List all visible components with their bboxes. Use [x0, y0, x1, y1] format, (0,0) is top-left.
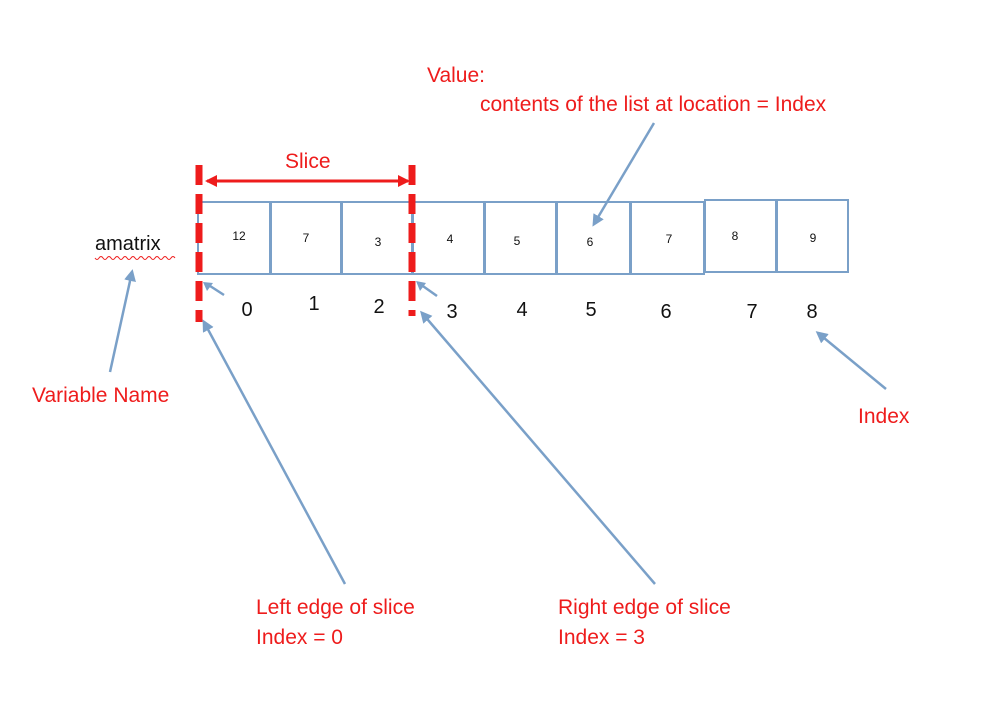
list-cell-value-5: 6 [587, 235, 594, 249]
list-cell-4 [484, 201, 557, 275]
left-edge-label-line1: Left edge of slice [256, 596, 415, 619]
index-5: 5 [585, 299, 596, 321]
variable-name: amatrix [95, 233, 161, 255]
list-cell-2 [341, 201, 413, 275]
index-8: 8 [806, 301, 817, 323]
value-arrow [592, 122, 656, 227]
list-cell-value-6: 7 [666, 232, 673, 246]
index-6: 6 [660, 301, 671, 323]
right-edge-label-line1: Right edge of slice [558, 596, 731, 619]
list-cell-value-1: 7 [303, 231, 310, 245]
index-1: 1 [308, 293, 319, 315]
value-description: contents of the list at location = Index [480, 93, 827, 116]
left-edge-small-pointer-head [203, 282, 213, 291]
right-edge-arrow [420, 310, 656, 585]
left-edge-label-line2: Index = 0 [256, 626, 343, 649]
list-cell-value-0: 12 [232, 229, 246, 243]
list-cells: 12 7 3 4 5 6 7 8 9 [197, 199, 849, 275]
list-cell-value-7: 8 [732, 229, 739, 243]
index-4: 4 [516, 299, 527, 321]
index-label: Index [858, 405, 910, 428]
list-cell-1 [270, 201, 342, 275]
list-cell-value-2: 3 [375, 235, 382, 249]
list-cell-value-3: 4 [447, 232, 454, 246]
index-labels: 0 1 2 3 4 5 6 7 8 [241, 293, 817, 323]
list-cell-value-4: 5 [514, 234, 521, 248]
variable-name-label: Variable Name [32, 384, 169, 407]
index-7: 7 [746, 301, 757, 323]
value-title: Value: [427, 64, 485, 87]
list-cell-7 [704, 199, 777, 273]
list-cell-value-8: 9 [810, 231, 817, 245]
spellcheck-underline [94, 256, 176, 260]
variable-name-arrow [108, 269, 136, 373]
list-cell-5 [556, 201, 631, 275]
index-2: 2 [373, 296, 384, 318]
index-arrow [815, 331, 887, 390]
index-3: 3 [446, 301, 457, 323]
list-cell-8 [776, 199, 849, 273]
slice-label: Slice [285, 150, 331, 173]
index-0: 0 [241, 299, 252, 321]
right-edge-label-line2: Index = 3 [558, 626, 645, 649]
left-edge-arrow [202, 319, 347, 585]
right-edge-small-pointer-head [416, 281, 426, 291]
